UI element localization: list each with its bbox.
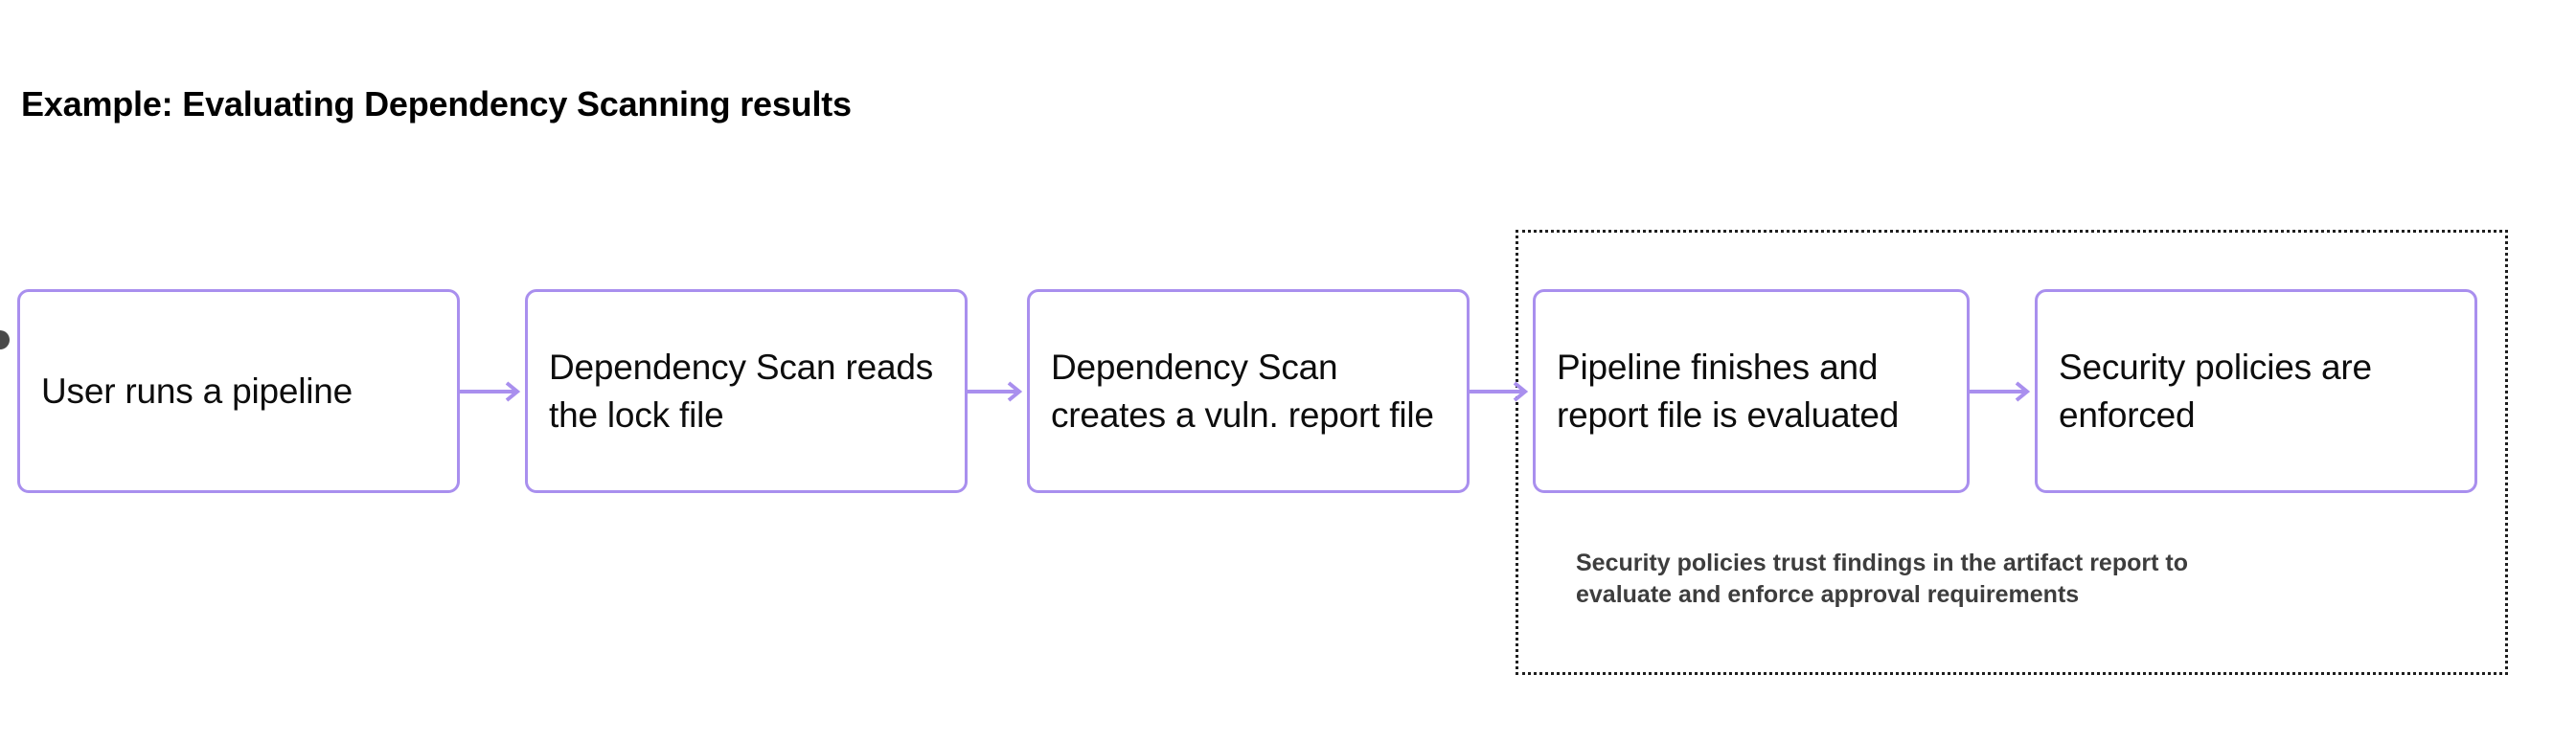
flow-node-label: Security policies are enforced [2059, 348, 2372, 435]
flow-node-dependency-scan-creates-report[interactable]: Dependency Scan creates a vuln. report f… [1027, 289, 1470, 493]
flow-node-user-runs-pipeline[interactable]: User runs a pipeline [17, 289, 460, 493]
incoming-edge-dot [0, 330, 10, 349]
arrow-right-icon [1970, 379, 2035, 404]
arrow-right-icon [460, 379, 525, 404]
policy-group-caption-line-2: evaluate and enforce approval requiremen… [1576, 581, 2080, 609]
policy-group-container [1516, 230, 2508, 675]
flow-node-dependency-scan-reads-lock-file[interactable]: Dependency Scan reads the lock file [525, 289, 968, 493]
arrow-right-icon [968, 379, 1027, 404]
flow-node-label: Dependency Scan reads the lock file [549, 348, 934, 435]
flow-node-label: User runs a pipeline [41, 371, 353, 411]
flow-node-label: Pipeline finishes and report file is eva… [1557, 348, 1900, 435]
page-title: Example: Evaluating Dependency Scanning … [21, 84, 852, 124]
policy-group-caption: Security policies trust findings in the … [1576, 548, 2476, 612]
arrow-right-icon [1470, 379, 1533, 404]
flow-node-pipeline-finishes-report-evaluated[interactable]: Pipeline finishes and report file is eva… [1533, 289, 1970, 493]
flow-node-security-policies-enforced[interactable]: Security policies are enforced [2035, 289, 2477, 493]
policy-group-caption-line-1: Security policies trust findings in the … [1576, 550, 2188, 576]
flow-node-label: Dependency Scan creates a vuln. report f… [1051, 348, 1434, 435]
